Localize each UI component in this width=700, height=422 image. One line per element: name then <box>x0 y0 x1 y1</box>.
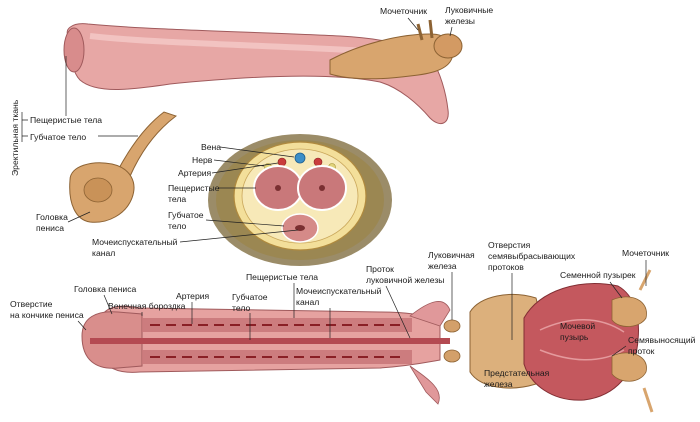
label-cross-urethra-line2: канал <box>92 248 115 258</box>
label-cross-vein: Вена <box>201 142 221 152</box>
leader-glans <box>67 211 91 223</box>
label-cross-artery: Артерия <box>178 168 212 178</box>
label-bottom-cavernous: Пещеристые тела <box>246 272 318 282</box>
leader-urethra-top <box>407 17 419 31</box>
label-ureter: Мочеточник <box>622 248 669 258</box>
leader-opening <box>77 320 87 331</box>
label-top-cavernous: Пещеристые тела <box>30 115 102 125</box>
leader-bulb-duct <box>385 285 411 339</box>
label-prostate-line1: Предстательная <box>484 368 550 378</box>
label-bottom-spongy-line2: тело <box>232 303 250 313</box>
label-bottom-urethra-line1: Мочеиспускательный <box>296 286 382 296</box>
label-top-spongy: Губчатое тело <box>30 132 86 142</box>
label-bottom-urethra-line2: канал <box>296 297 319 307</box>
label-glans-line1: Головка <box>36 212 68 222</box>
label-cross-urethra-line1: Мочеиспускательный <box>92 237 178 247</box>
label-bottom-artery: Артерия <box>176 291 210 301</box>
label-vas-line2: проток <box>628 346 655 356</box>
label-corona: Венечная бороздка <box>108 301 186 311</box>
leader-cross-vein <box>219 146 295 158</box>
label-bulbo-glands-line2: железы <box>445 16 475 26</box>
cross-vein <box>294 152 306 164</box>
label-bottom-glans: Головка пениса <box>74 284 137 294</box>
cross-section-illustration <box>208 134 392 266</box>
bottom-seminal-vesicle <box>611 296 647 327</box>
label-cross-spongy-line2: тело <box>168 221 186 231</box>
label-bladder-line1: Мочевой <box>560 321 595 331</box>
leader-cross-urethra <box>179 229 299 243</box>
top-illustration <box>63 19 463 223</box>
label-opening-line1: Отверстие <box>10 299 53 309</box>
leader-seminal-vesicle <box>609 281 623 299</box>
label-seminal-vesicle: Семенной пузырек <box>560 270 636 280</box>
label-bulbo-glands-line1: Луковичные <box>445 5 493 15</box>
label-ejac-line1: Отверстия <box>488 240 531 250</box>
bottom-bladder <box>523 283 639 401</box>
label-ejac-line3: протоков <box>488 262 524 272</box>
label-prostate-line2: железа <box>484 379 513 389</box>
leader-bottom-glans <box>103 294 113 315</box>
label-bulb-gland-line1: Луковичная <box>428 250 475 260</box>
top-tip <box>63 27 85 73</box>
label-cross-cavernous-line1: Пещеристые <box>168 183 220 193</box>
bottom-urethra <box>90 338 450 344</box>
label-vas-line1: Семявыносящий <box>628 335 696 345</box>
bracket-erectile <box>21 112 28 142</box>
label-bladder-line2: пузырь <box>560 332 589 342</box>
label-bulb-duct-line1: Проток <box>366 264 394 274</box>
bottom-illustration <box>81 269 654 413</box>
leader-vas <box>611 345 627 357</box>
label-ejac-line2: семявыбрасывающих <box>488 251 576 261</box>
label-glans-line2: пениса <box>36 223 64 233</box>
leader-cross-nerve <box>213 159 265 167</box>
label-bottom-spongy-line1: Губчатое <box>232 292 268 302</box>
cross-urethra <box>295 225 305 231</box>
label-opening-line2: на кончике пениса <box>10 310 84 320</box>
leader-bulbo-glands <box>449 26 453 37</box>
bulbourethral-glands <box>433 33 463 59</box>
label-cross-nerve: Нерв <box>192 155 213 165</box>
leader-cross-spongy <box>205 219 285 227</box>
label-urethra-top: Мочеточник <box>380 6 427 16</box>
label-cross-spongy-line1: Губчатое <box>168 210 204 220</box>
label-bulb-gland-line2: железа <box>428 261 457 271</box>
label-bulb-duct-line2: луковичной железы <box>366 275 444 285</box>
label-erectile-tissue: Эректильная ткань <box>10 99 20 176</box>
leader-cross-artery <box>211 162 279 174</box>
label-cross-cavernous-line2: тела <box>168 194 186 204</box>
